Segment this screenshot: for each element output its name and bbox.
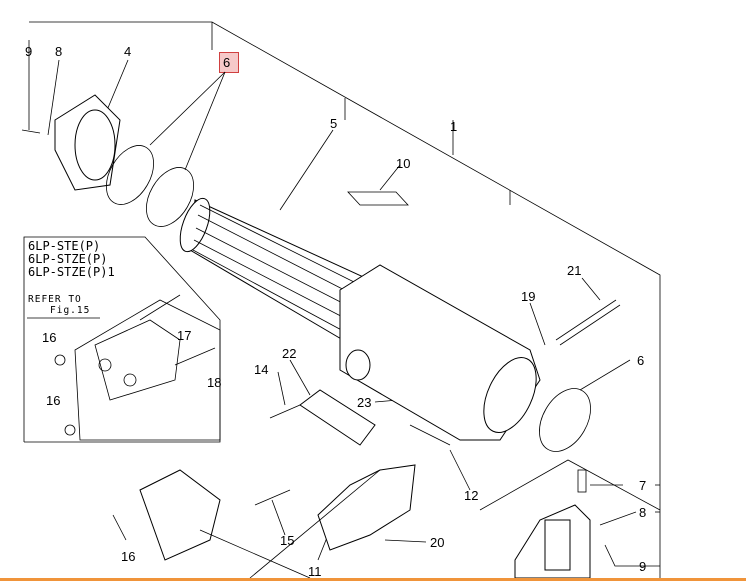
inset-callout-18[interactable]: 18 — [207, 375, 221, 390]
leader-frame — [28, 21, 661, 578]
highlighted-callout-box[interactable] — [219, 52, 239, 73]
callout-22[interactable]: 22 — [282, 346, 296, 361]
manifold-lower — [139, 469, 381, 579]
o-rings-6 — [106, 145, 591, 452]
refer-fig-link[interactable]: Fig.15 — [50, 305, 90, 316]
callout-21[interactable]: 21 — [567, 263, 581, 278]
callout-6[interactable]: 6 — [637, 353, 644, 368]
callout-9[interactable]: 9 — [25, 44, 32, 59]
inset-callout-16b[interactable]: 16 — [46, 393, 60, 408]
callout-12[interactable]: 12 — [464, 488, 478, 503]
gasket-22 — [299, 389, 376, 446]
bolts — [254, 299, 621, 506]
callout-9b[interactable]: 9 — [639, 559, 646, 574]
callout-1[interactable]: 1 — [450, 119, 457, 134]
callout-7[interactable]: 7 — [639, 478, 646, 493]
callout-4[interactable]: 4 — [124, 44, 131, 59]
inset-model-3: 6LP-STZE(P)1 — [28, 265, 115, 279]
inset-model-2: 6LP-STZE(P) — [28, 252, 107, 266]
callout-14[interactable]: 14 — [254, 362, 268, 377]
callout-10[interactable]: 10 — [396, 156, 410, 171]
callout-15[interactable]: 15 — [280, 533, 294, 548]
callout-16[interactable]: 16 — [121, 549, 135, 564]
elbow-part-lower-right — [514, 504, 591, 579]
refer-to-label: REFER TO — [28, 294, 82, 305]
callout-8b[interactable]: 8 — [639, 505, 646, 520]
bottom-accent-bar — [0, 578, 746, 581]
bracket-11 — [317, 464, 416, 551]
callout-6-highlighted[interactable]: 6 — [223, 55, 230, 70]
inset-callout-16a[interactable]: 16 — [42, 330, 56, 345]
callout-8[interactable]: 8 — [55, 44, 62, 59]
callout-23[interactable]: 23 — [357, 395, 371, 410]
inset-model-1: 6LP-STE(P) — [28, 239, 100, 253]
cooler-housing-1 — [339, 191, 541, 441]
callout-19[interactable]: 19 — [521, 289, 535, 304]
model-variant-inset — [23, 236, 221, 443]
cooler-core-5 — [179, 197, 371, 351]
inset-callout-17[interactable]: 17 — [177, 328, 191, 343]
callout-20[interactable]: 20 — [430, 535, 444, 550]
cover-part-4 — [21, 94, 121, 191]
callout-5[interactable]: 5 — [330, 116, 337, 131]
callout-11[interactable]: 11 — [308, 564, 322, 579]
